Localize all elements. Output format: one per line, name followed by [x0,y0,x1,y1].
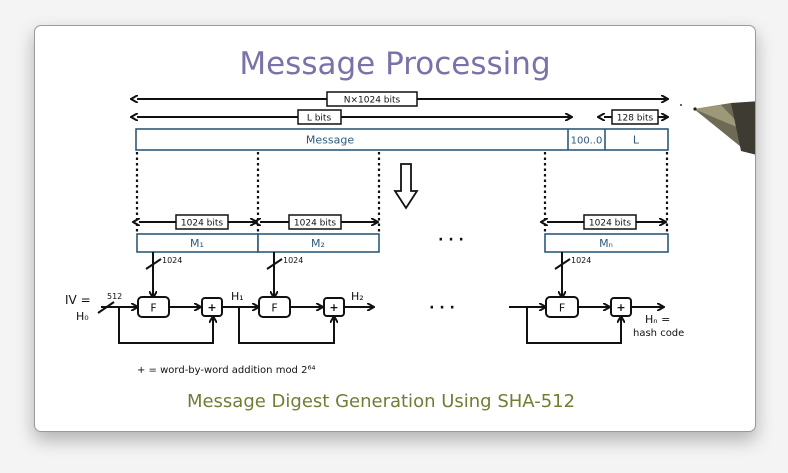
h0-label: H₀ [76,310,89,323]
adder-2: + [323,297,345,317]
total-length-label: N×1024 bits [344,96,401,106]
diagram-canvas: Message Processing N×1024 bits L bits 12… [65,46,755,412]
length-segment: L [633,134,640,147]
block-m2-size: 1024 bits [294,219,337,229]
chain-ellipsis: · · · [429,300,455,316]
pen-icon [680,101,755,155]
total-length-dimension: N×1024 bits [137,91,667,107]
block-mn: 1024 bits Mₙ [545,214,669,253]
block-mn-label: Mₙ [599,237,613,250]
block-m1: 1024 bits M₁ [137,214,259,253]
adder-n-label: + [616,301,625,314]
f-function-1: F [137,296,170,318]
diagram-caption: Message Digest Generation Using SHA-512 [187,391,575,412]
message-length-dimension: L bits [137,109,571,125]
iv-label: IV = [65,293,91,307]
block-m2: 1024 bits M₂ [258,214,380,253]
h1-label: H₁ [231,290,244,303]
page-title: Message Processing [239,46,550,82]
block-m1-input-width: 1024 [162,256,182,265]
block-mn-size: 1024 bits [589,219,632,229]
adder-1: + [201,297,223,317]
block-m1-label: M₁ [190,237,204,250]
addition-legend: + = word-by-word addition mod 2⁶⁴ [137,365,315,376]
message-bar: Message 100..0 L [135,128,669,151]
block-m2-label: M₂ [311,237,325,250]
message-segment: Message [306,134,354,147]
iv-width-label: 512 [107,292,122,301]
slide-window: Message Processing N×1024 bits L bits 12… [34,25,756,432]
f-function-2: F [258,296,291,318]
down-arrow-icon [393,163,419,210]
length-field-dimension: 128 bits [604,109,667,125]
message-length-label: L bits [307,114,332,124]
block-m1-size: 1024 bits [181,219,224,229]
f-function-2-label: F [271,302,277,315]
adder-n: + [610,297,632,317]
h2-label: H₂ [351,290,364,303]
adder-2-label: + [329,301,338,314]
block-m2-input-width: 1024 [283,256,303,265]
padding-segment: 100..0 [571,136,603,147]
f-function-n-label: F [559,302,565,315]
f-function-n: F [545,296,579,318]
hn-label: Hₙ = [645,313,670,326]
hash-code-label: hash code [633,328,684,339]
adder-1-label: + [207,301,216,314]
f-function-1-label: F [150,302,156,315]
length-field-label: 128 bits [617,114,654,124]
block-mn-input-width: 1024 [571,256,591,265]
blocks-ellipsis: · · · [438,232,464,248]
